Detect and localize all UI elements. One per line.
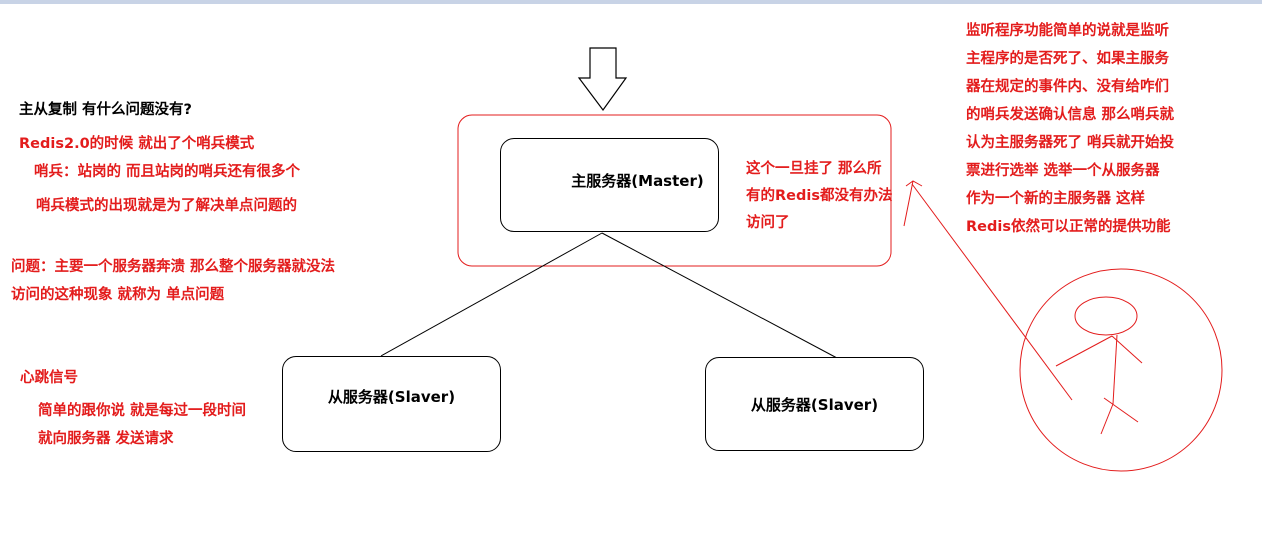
problem-text-line1: 问题：主要一个服务器奔溃 那么整个服务器就没法: [11, 259, 336, 275]
sentinel-definition-text: 哨兵：站岗的 而且站岗的哨兵还有很多个: [34, 164, 301, 180]
down-arrow-icon: [577, 47, 628, 112]
monitor-text-line2: 主程序的是否死了、如果主服务: [966, 51, 1169, 67]
monitor-text-line8: Redis依然可以正常的提供功能: [966, 219, 1171, 235]
master-server-node: 主服务器(Master): [500, 138, 719, 232]
window-top-border: [0, 0, 1262, 4]
monitor-text-line5: 认为主服务器死了 哨兵就开始投: [966, 135, 1175, 151]
master-to-left-slave-line: [380, 232, 603, 357]
monitor-text-line4: 的哨兵发送确认信息 那么哨兵就: [966, 107, 1175, 123]
monitor-text-line6: 票进行选举 选举一个从服务器: [966, 163, 1160, 179]
sentinel-figure-icon: [1019, 268, 1223, 472]
right-slave-server-label: 从服务器(Slaver): [750, 395, 879, 414]
heartbeat-text-line2: 就向服务器 发送请求: [38, 431, 174, 447]
monitor-text-line1: 监听程序功能简单的说就是监听: [966, 23, 1169, 39]
problem-text-line2: 访问的这种现象 就称为 单点问题: [11, 287, 225, 303]
master-down-text-line3: 访问了: [746, 215, 790, 231]
monitor-text-line7: 作为一个新的主服务器 这样: [966, 191, 1146, 207]
monitor-text-line3: 器在规定的事件内、没有给咋们: [966, 79, 1169, 95]
left-slave-server-node: 从服务器(Slaver): [282, 356, 501, 452]
sentinel-arrowhead-icon: [903, 180, 923, 227]
master-server-label: 主服务器(Master): [571, 171, 704, 190]
master-highlight-box: [457, 114, 892, 267]
sentinel-purpose-text: 哨兵模式的出现就是为了解决单点问题的: [36, 198, 297, 214]
master-down-text-line1: 这个一旦挂了 那么所: [746, 161, 882, 177]
sentinel-intro-text: Redis2.0的时候 就出了个哨兵模式: [19, 136, 255, 152]
master-to-right-slave-line: [601, 232, 838, 359]
heartbeat-title: 心跳信号: [20, 370, 78, 386]
master-down-text-line2: 有的Redis都没有办法: [746, 188, 893, 204]
question-text: 主从复制 有什么问题没有?: [19, 102, 192, 118]
left-slave-server-label: 从服务器(Slaver): [327, 387, 456, 406]
right-slave-server-node: 从服务器(Slaver): [705, 357, 924, 451]
heartbeat-text-line1: 简单的跟你说 就是每过一段时间: [38, 403, 247, 419]
sentinel-arrow-line: [911, 183, 1073, 401]
